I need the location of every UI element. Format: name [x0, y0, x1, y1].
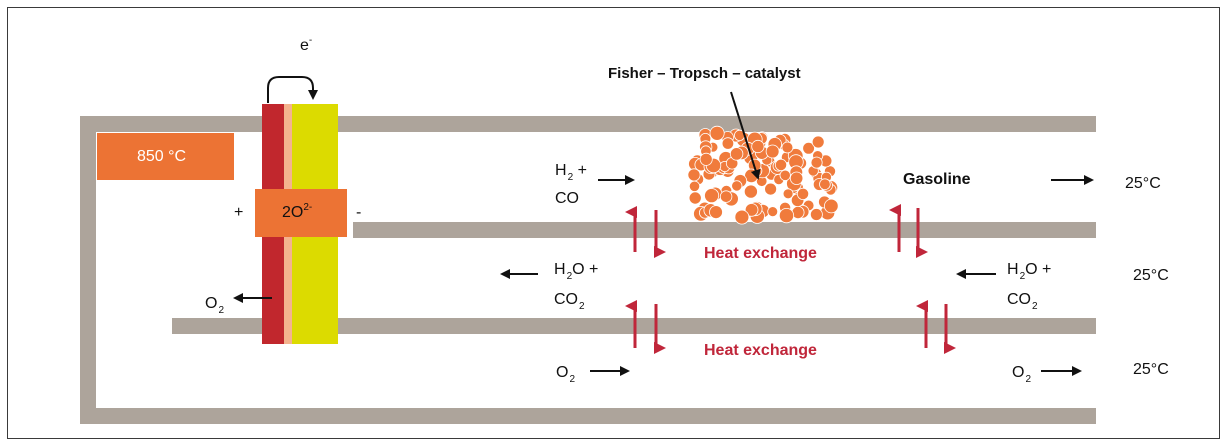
catalyst-particle	[734, 209, 750, 225]
catalyst-particle	[744, 203, 759, 217]
upper-separator-wall	[353, 222, 1096, 238]
catalyst-particle	[782, 188, 794, 200]
flow-arrows	[233, 175, 1094, 376]
catalyst-particle	[699, 152, 713, 166]
catalyst-particle	[729, 147, 744, 161]
catalyst-label: Fisher – Tropsch – catalyst	[608, 65, 801, 82]
ion-label: 2O2-	[282, 202, 313, 221]
catalyst-particle	[743, 184, 758, 199]
minus-sign: -	[356, 204, 362, 221]
catalyst-particle	[781, 141, 794, 154]
catalyst-particle	[774, 158, 788, 171]
heat-exchange-label-upper: Heat exchange	[704, 245, 817, 262]
outer-left-wall	[80, 116, 96, 424]
plus-sign: +	[234, 204, 244, 221]
return-right-label: H2O + CO2	[1007, 261, 1052, 312]
catalyst-particle	[731, 180, 743, 192]
ion-box	[255, 189, 347, 237]
outer-bottom-wall	[80, 408, 1096, 424]
catalyst-particle	[778, 208, 795, 224]
catalyst-particle	[688, 180, 701, 192]
catalyst-particle	[764, 182, 777, 196]
catalyst-particle	[802, 142, 815, 155]
return-left-label: H2O + CO2	[554, 261, 599, 312]
catalyst-particle	[789, 171, 804, 186]
o2-inlet-left-label: O2	[556, 364, 576, 385]
catalyst-particle	[719, 190, 733, 203]
catalyst-particle	[721, 137, 735, 150]
catalyst-particle	[709, 205, 723, 220]
outlet-temp-top: 25°C	[1125, 175, 1161, 192]
catalyst-particle	[819, 178, 831, 191]
figure-frame	[7, 7, 1220, 439]
catalyst-particle	[751, 139, 765, 154]
catalyst-particle	[779, 169, 791, 181]
inlet-top-label: H2 + CO	[555, 162, 587, 207]
catalyst-particle	[688, 191, 702, 205]
catalyst-particle	[767, 206, 779, 218]
outlet-temp-bottom: 25°C	[1133, 361, 1169, 378]
electron-circuit-arrow	[267, 76, 318, 103]
electron-label: e-	[300, 35, 313, 54]
fuel-cell-stack	[255, 104, 347, 344]
temperature-box	[97, 133, 234, 180]
catalyst-bed	[687, 125, 839, 225]
catalyst-particle	[811, 135, 825, 149]
catalyst-particle	[687, 168, 701, 182]
catalyst-particle	[823, 198, 839, 214]
catalyst-particle	[709, 125, 725, 141]
o2-inlet-right-label: O2	[1012, 364, 1032, 385]
product-label: Gasoline	[903, 171, 971, 188]
catalyst-particle	[704, 188, 720, 204]
heat-exchange-arrows	[625, 204, 956, 354]
temperature-label: 850 °C	[137, 148, 187, 165]
catalyst-particle	[765, 144, 780, 159]
catalyst-pointer-arrow	[730, 91, 761, 180]
outlet-temp-middle: 25°C	[1133, 267, 1169, 284]
catalyst-particle	[810, 156, 823, 169]
o2-exit-label: O2	[205, 295, 225, 316]
heat-exchange-label-lower: Heat exchange	[704, 342, 817, 359]
catalyst-particle	[796, 187, 810, 200]
catalyst-particle	[810, 208, 823, 221]
outer-top-wall	[80, 116, 1096, 132]
